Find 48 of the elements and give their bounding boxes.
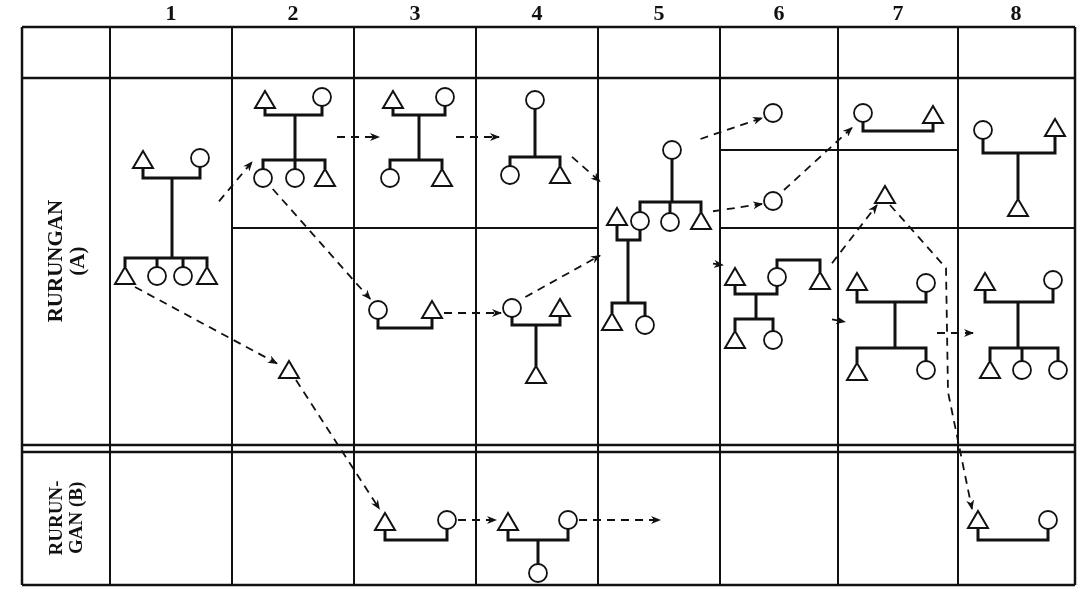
family-tree-drawing [600,140,713,335]
family-tree-drawing [973,117,1067,217]
dashed-arrow [218,161,253,203]
column-number: 4 [530,0,544,27]
family-tree-drawing [966,509,1058,542]
family-tree-drawing [502,297,572,384]
triangle-symbol [873,184,897,204]
dashed-arrow [336,133,380,141]
column-number: 2 [286,0,300,27]
dashed-arrow [271,188,372,300]
dashed-arrow [295,379,381,510]
dashed-arrow [524,254,601,298]
column-number: 1 [164,0,178,27]
dashed-arrow [831,204,878,265]
family-tree-drawing [496,510,578,583]
dashed-arrow [443,309,502,317]
dashed-arrow [936,329,974,337]
family-tree-drawing [368,299,444,330]
column-number: 7 [891,0,905,27]
family-tree-drawing [380,87,455,188]
dashed-arrow [889,204,975,510]
family-tree-drawing [853,103,945,133]
column-number: 8 [1009,0,1023,27]
family-tree-drawing [500,90,572,185]
family-tree-drawing [373,510,457,542]
dashed-arrow [571,155,601,183]
dashed-arrow [455,133,500,141]
family-tree-drawing [973,270,1068,380]
dashed-arrow [134,286,278,365]
dashed-arrow [578,516,661,524]
family-tree-drawing [253,87,337,188]
row-heading: RURUNGAN (A) [43,198,89,325]
column-number: 5 [652,0,666,27]
family-tree-drawing [723,258,832,350]
column-number: 6 [772,0,786,27]
dashed-arrow [699,117,763,140]
row-heading: RURUN- GAN (B) [46,479,86,558]
dashed-arrow [831,316,846,325]
dashed-arrow [712,259,724,268]
triangle-symbol [277,359,301,379]
circle-symbol [763,191,783,211]
family-tree-drawing [113,148,219,286]
family-tree-drawing [845,271,936,381]
dashed-arrow [457,516,497,524]
dashed-arrow [783,126,853,191]
dashed-arrow [712,201,763,213]
column-number: 3 [408,0,422,27]
circle-symbol [763,103,783,123]
